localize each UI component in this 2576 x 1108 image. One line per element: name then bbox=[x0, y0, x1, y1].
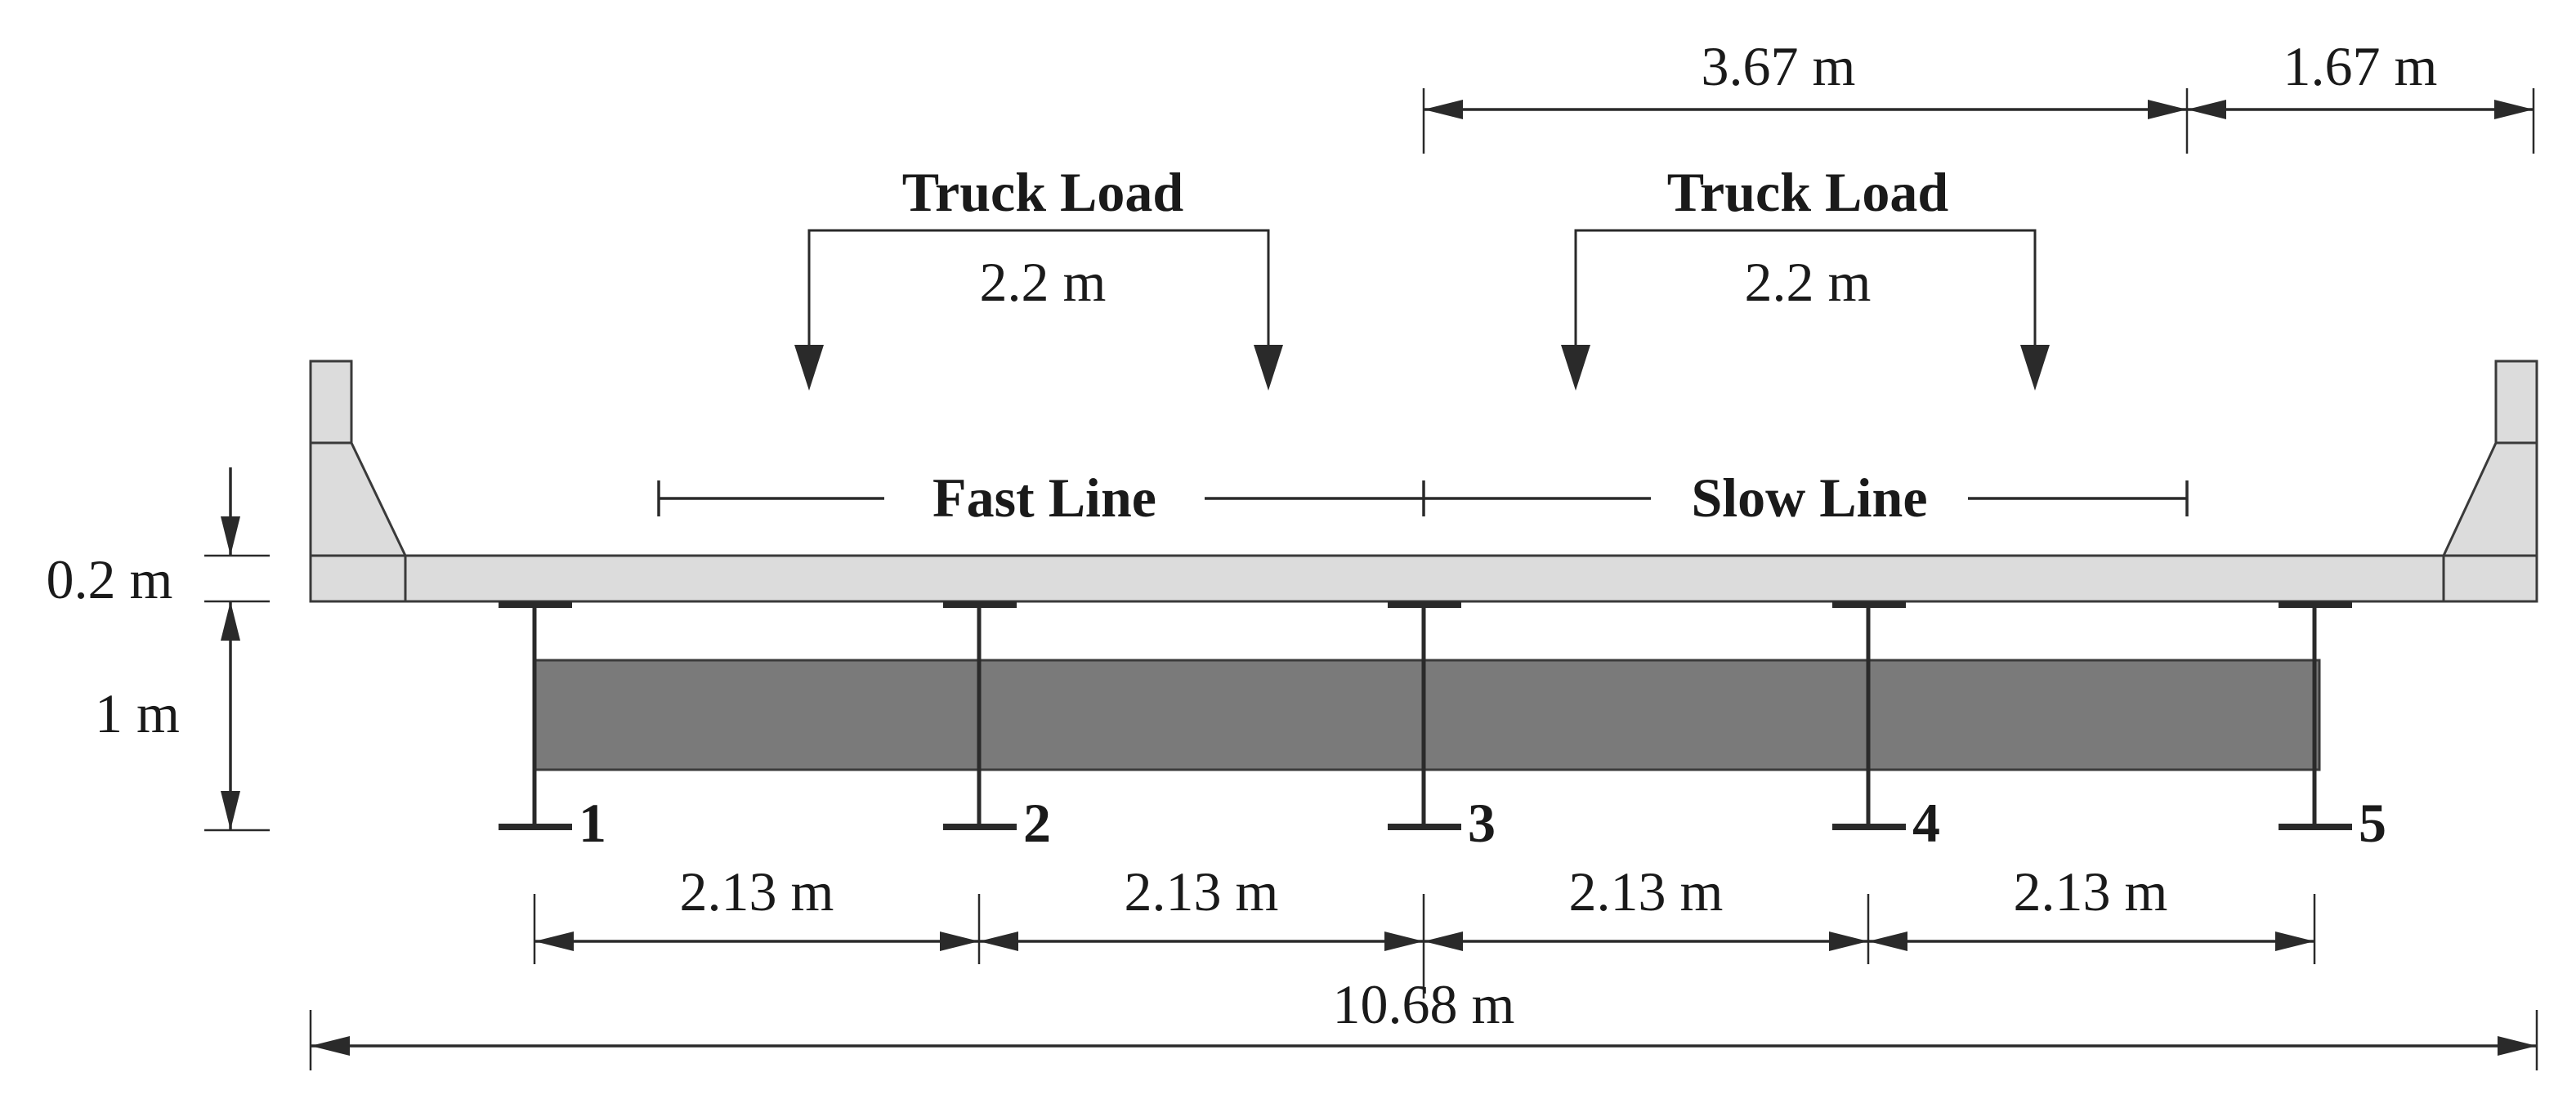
truck-load-bracket bbox=[807, 229, 1270, 351]
truck-load-bracket bbox=[1574, 229, 2037, 351]
top-dim-arrow bbox=[2494, 100, 2534, 119]
girder-4 bbox=[1832, 601, 1906, 830]
truck-load-spacing: 2.2 m bbox=[980, 251, 1107, 313]
girder-1 bbox=[499, 601, 572, 830]
right-barrier bbox=[2441, 360, 2538, 603]
lane-markings: Fast Line Slow Line bbox=[657, 467, 2189, 529]
girder-number: 3 bbox=[1468, 792, 1496, 854]
truck-wheel-arrow bbox=[794, 345, 824, 391]
girder-3 bbox=[1388, 601, 1461, 830]
truck-load-title: Truck Load bbox=[1667, 161, 1949, 223]
slow-lane-label: Slow Line bbox=[1691, 467, 1927, 529]
top-dim-label-right: 1.67 m bbox=[2283, 35, 2438, 97]
spacing-arrow bbox=[979, 932, 1018, 951]
fast-lane-label: Fast Line bbox=[932, 467, 1156, 529]
girder-spacing-label: 2.13 m bbox=[2014, 860, 2168, 923]
total-width-dimension: 10.68 m bbox=[309, 973, 2538, 1070]
girder-number: 5 bbox=[2359, 792, 2386, 854]
girder-number: 4 bbox=[1912, 792, 1940, 854]
spacing-arrow bbox=[1829, 932, 1868, 951]
barrier-base bbox=[2441, 441, 2538, 557]
girder-2 bbox=[943, 601, 1017, 830]
girder-number: 1 bbox=[579, 792, 606, 854]
spacing-arrow bbox=[2275, 932, 2314, 951]
girder-spacing-dimensions: 2.13 m 2.13 m 2.13 m 2.13 m bbox=[533, 860, 2316, 999]
spacing-arrow bbox=[1384, 932, 1424, 951]
vdim-arrow bbox=[221, 791, 240, 830]
deck-thickness-label: 0.2 m bbox=[47, 548, 173, 610]
vdim-arrow bbox=[221, 516, 240, 556]
top-dimension-group: 3.67 m 1.67 m bbox=[1422, 35, 2535, 154]
top-dim-label-left: 3.67 m bbox=[1702, 35, 1856, 97]
total-arrow bbox=[311, 1036, 350, 1056]
girder-spacing-label: 2.13 m bbox=[1569, 860, 1724, 923]
spacing-arrow bbox=[1868, 932, 1907, 951]
spacing-arrow bbox=[940, 932, 979, 951]
truck-wheel-arrow bbox=[1561, 345, 1590, 391]
girder-spacing-label: 2.13 m bbox=[1125, 860, 1279, 923]
girder-depth-label: 1 m bbox=[95, 682, 180, 744]
top-dim-arrow bbox=[2187, 100, 2226, 119]
truck-wheel-arrow bbox=[2020, 345, 2050, 391]
truck-load-left: Truck Load 2.2 m bbox=[794, 161, 1283, 391]
diaphragm-band bbox=[533, 659, 2321, 771]
truck-load-right: Truck Load 2.2 m bbox=[1561, 161, 2050, 391]
deck-slab bbox=[404, 554, 2445, 603]
girder-number: 2 bbox=[1023, 792, 1051, 854]
total-arrow bbox=[2498, 1036, 2537, 1056]
barrier-base bbox=[309, 441, 408, 557]
truck-wheel-arrow bbox=[1254, 345, 1283, 391]
barrier-post bbox=[309, 360, 353, 445]
truck-load-title: Truck Load bbox=[902, 161, 1184, 223]
truck-load-spacing: 2.2 m bbox=[1745, 251, 1872, 313]
girder-spacing-label: 2.13 m bbox=[680, 860, 834, 923]
spacing-arrow bbox=[1424, 932, 1463, 951]
top-dim-arrow bbox=[1424, 100, 1463, 119]
top-dim-arrow bbox=[2148, 100, 2187, 119]
left-barrier bbox=[309, 360, 408, 603]
spacing-arrow bbox=[534, 932, 574, 951]
barrier-curb bbox=[2442, 554, 2538, 603]
barrier-post bbox=[2494, 360, 2538, 445]
total-width-label: 10.68 m bbox=[1333, 973, 1515, 1035]
barrier-curb bbox=[309, 554, 407, 603]
girder-5 bbox=[2279, 601, 2352, 830]
vertical-dimension-group: 0.2 m 1 m bbox=[47, 467, 270, 832]
